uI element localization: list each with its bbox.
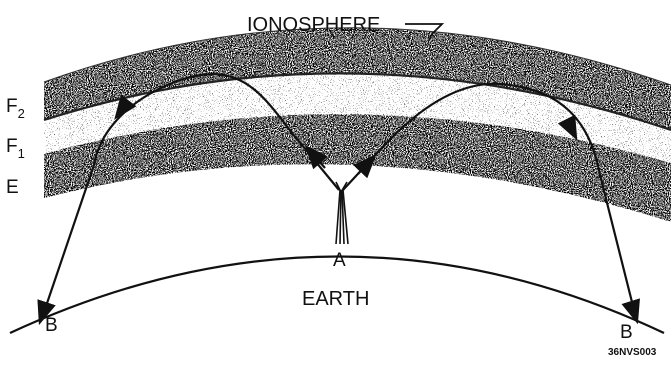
layer-f1-subscript: 1	[18, 146, 25, 161]
antenna-point-label: A	[333, 250, 346, 271]
receiver-right-label: B	[620, 322, 633, 343]
layer-f1-letter: F	[6, 136, 18, 157]
antenna-icon	[336, 182, 348, 244]
layer-f1-label: F1	[6, 136, 25, 161]
earth-label: EARTH	[302, 288, 369, 310]
layer-f2-label: F2	[6, 96, 25, 121]
layer-e-label: E	[6, 177, 19, 198]
figure-code-label: 36NVS003	[608, 347, 657, 358]
ionosphere-label: IONOSPHERE	[247, 14, 380, 36]
layer-f2-letter: F	[6, 96, 18, 117]
receiver-left-label: B	[45, 315, 58, 336]
layer-f2-subscript: 2	[18, 106, 25, 121]
